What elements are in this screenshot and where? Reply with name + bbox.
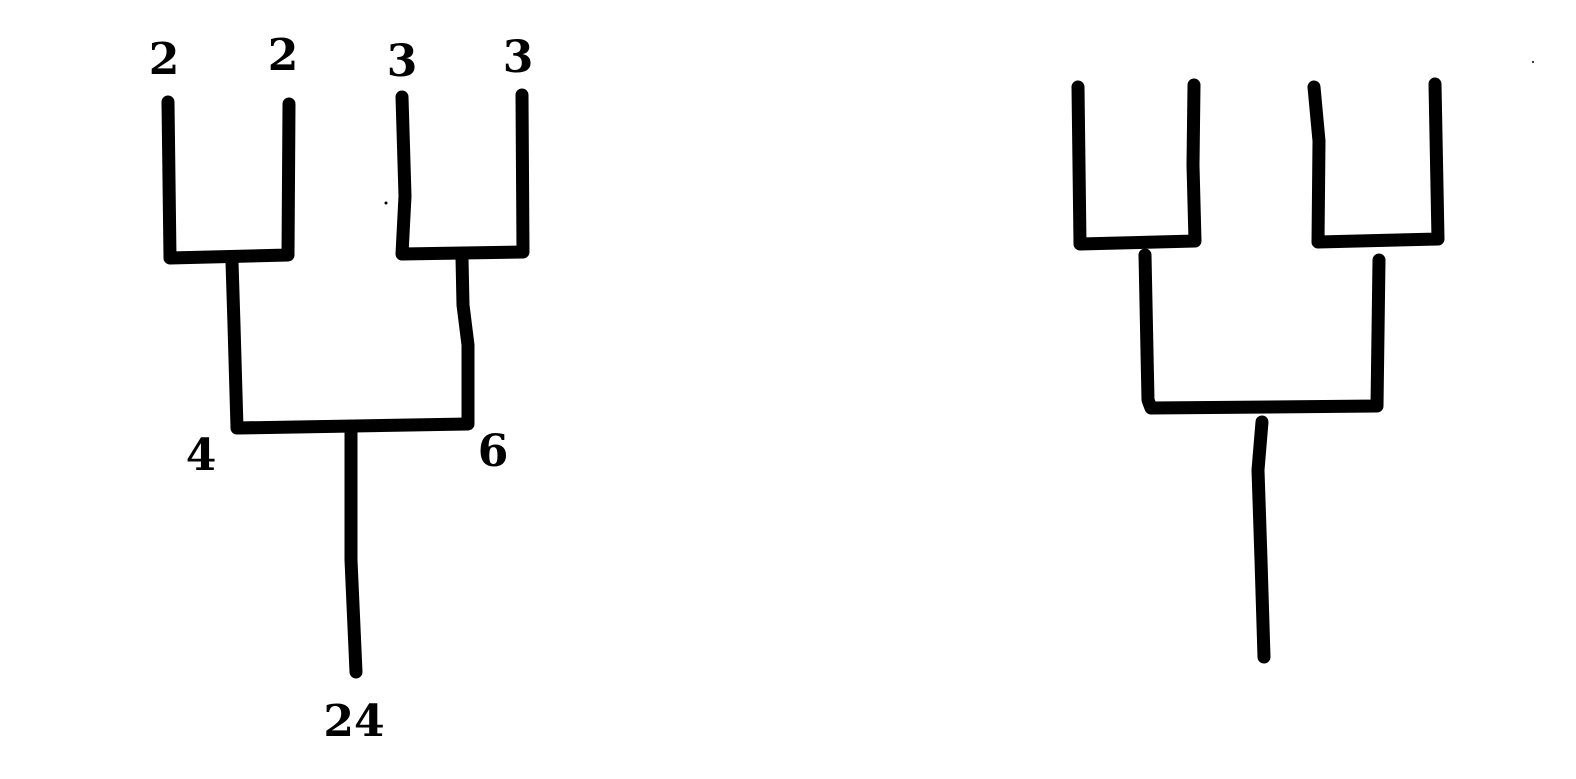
right-pair-bracket	[395, 88, 530, 261]
left-pair-bracket	[161, 95, 296, 265]
filled-factor-tree: 2 2 3 3 4 6 24	[149, 30, 534, 747]
leaf-label-2: 2	[268, 30, 299, 81]
blank-middle-bracket	[1138, 248, 1386, 415]
scan-speck	[1532, 61, 1534, 63]
blank-factor-tree	[1071, 77, 1445, 664]
intermediate-label-left: 4	[186, 430, 217, 481]
blank-trunk	[1251, 415, 1271, 664]
root-label: 24	[323, 696, 384, 747]
leaf-label-1: 2	[149, 34, 180, 85]
leaf-label-3: 3	[387, 36, 418, 87]
blank-right-pair-bracket	[1307, 77, 1445, 249]
scan-speck	[384, 201, 388, 205]
blank-left-pair-bracket	[1071, 78, 1202, 251]
leaf-label-4: 3	[503, 32, 534, 83]
middle-bracket	[225, 251, 475, 435]
intermediate-label-right: 6	[478, 426, 509, 477]
trunk	[344, 425, 363, 679]
